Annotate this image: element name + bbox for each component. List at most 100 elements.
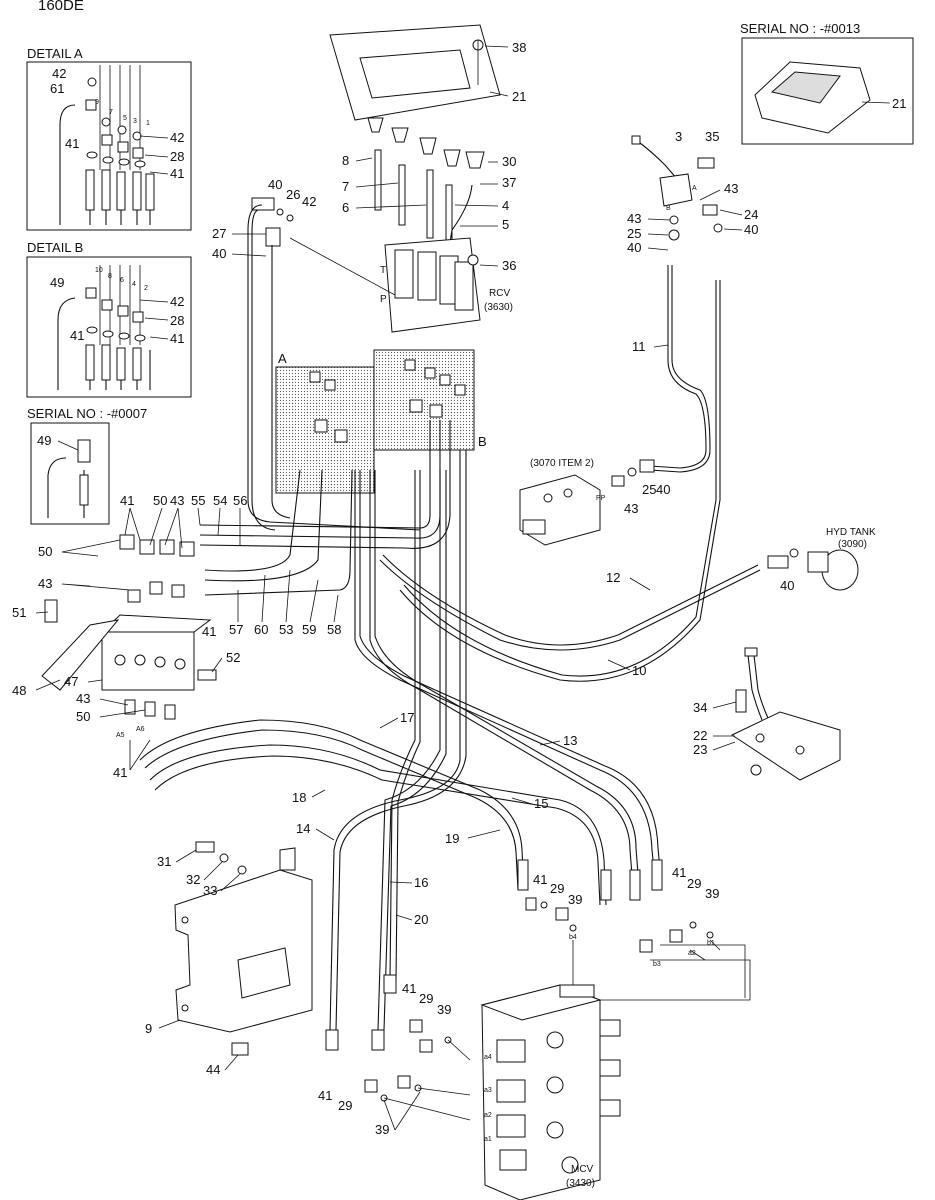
callout-39-mcv-a: 39 — [568, 892, 582, 907]
block-b-label: B — [478, 434, 487, 449]
callout-4: 4 — [502, 198, 509, 213]
valve-port-b: B — [666, 205, 671, 212]
callout-53: 53 — [279, 622, 293, 637]
callout-12: 12 — [606, 570, 620, 585]
callout-41-bottom: 41 — [113, 765, 127, 780]
callout-6: 6 — [342, 200, 349, 215]
svg-text:1: 1 — [146, 120, 150, 127]
cover-plate: 38 21 — [329, 24, 526, 121]
detail-a-title: DETAIL A — [27, 46, 83, 61]
callout-18: 18 — [292, 790, 306, 805]
callout-29-mcv-d: 29 — [338, 1098, 352, 1113]
mcv-port-a3: a3 — [484, 1087, 492, 1094]
callout-24: 24 — [744, 207, 758, 222]
callout-5: 5 — [502, 217, 509, 232]
serial-0007-inset: SERIAL NO : -#0007 49 — [27, 406, 147, 525]
callout-39-mcv-d: 39 — [375, 1122, 389, 1137]
callout-20: 20 — [414, 912, 428, 927]
callout-44: 44 — [206, 1062, 220, 1077]
port-b1: b1 — [707, 940, 715, 947]
svg-text:3: 3 — [133, 118, 137, 125]
svg-text:2: 2 — [144, 285, 148, 292]
callout-40-b: 40 — [744, 222, 758, 237]
serial-0007-label-49: 49 — [37, 433, 51, 448]
right-valve: B A 3 35 43 24 43 25 40 40 11 (3070 ITEM… — [519, 129, 876, 678]
callout-51: 51 — [12, 605, 26, 620]
detail-b-inset: DETAIL B 49 41 42 28 41 10 8 6 4 2 — [26, 240, 192, 398]
callout-40-left: 40 — [212, 246, 226, 261]
detail-a-label-41: 41 — [65, 136, 79, 151]
svg-text:4: 4 — [132, 281, 136, 288]
callout-37: 37 — [502, 175, 516, 190]
callout-29-mcv-b: 29 — [687, 876, 701, 891]
svg-text:10: 10 — [95, 267, 103, 274]
callout-34: 34 — [693, 700, 707, 715]
mcv-port-a1: a1 — [484, 1136, 492, 1143]
callout-10: 10 — [632, 663, 646, 678]
callout-43-top: 43 — [170, 493, 184, 508]
detail-b-label-41b: 41 — [170, 331, 184, 346]
callout-48: 48 — [12, 683, 26, 698]
port-a2-right: a2 — [688, 950, 696, 957]
mcv-port-a2: a2 — [484, 1112, 492, 1119]
callout-38: 38 — [512, 40, 526, 55]
svg-text:5: 5 — [123, 115, 127, 122]
callout-41-right: 41 — [202, 624, 216, 639]
valve-port-a: A — [692, 185, 697, 192]
callout-7: 7 — [342, 179, 349, 194]
callout-13: 13 — [563, 733, 577, 748]
callout-8: 8 — [342, 153, 349, 168]
rcv-assembly: T P RCV (3630) 8 7 6 40 26 42 27 40 30 3… — [212, 117, 516, 333]
callout-40-a: 40 — [627, 240, 641, 255]
callout-39-mcv-c: 39 — [437, 1002, 451, 1017]
callout-59: 59 — [302, 622, 316, 637]
detail-b-label-41: 41 — [70, 328, 84, 343]
callout-41-mcv-c: 41 — [402, 981, 416, 996]
callout-47: 47 — [64, 674, 78, 689]
callout-52: 52 — [226, 650, 240, 665]
callout-36: 36 — [502, 258, 516, 273]
callout-29-mcv-a: 29 — [550, 881, 564, 896]
callout-35: 35 — [705, 129, 719, 144]
callout-60: 60 — [254, 622, 268, 637]
callout-57: 57 — [229, 622, 243, 637]
callout-54: 54 — [213, 493, 227, 508]
detail-a-label-28: 28 — [170, 149, 184, 164]
block-a-label: A — [278, 351, 287, 366]
callout-27: 27 — [212, 226, 226, 241]
detail-b-label-49: 49 — [50, 275, 64, 290]
hyd-tank-name: HYD TANK — [826, 527, 876, 538]
port-b4: b4 — [569, 934, 577, 941]
serial-0013-inset: SERIAL NO : -#0013 21 — [740, 21, 914, 145]
serial-0013-label-21: 21 — [892, 96, 906, 111]
callout-41-mcv-b: 41 — [672, 865, 686, 880]
detail-b-label-42: 42 — [170, 294, 184, 309]
callout-43-b: 43 — [624, 501, 638, 516]
callout-50-left: 50 — [38, 544, 52, 559]
detail-b-label-28: 28 — [170, 313, 184, 328]
callout-40-c: 40 — [656, 482, 670, 497]
callout-30: 30 — [502, 154, 516, 169]
callout-17: 17 — [400, 710, 414, 725]
callout-50-bottom: 50 — [76, 709, 90, 724]
callout-40-top: 40 — [268, 177, 282, 192]
mcv: a4 a3 a2 a1 MCV (3430) b4 b3 a2 b1 41 29… — [318, 865, 751, 1200]
svg-text:7: 7 — [109, 109, 113, 116]
callout-25: 25 — [627, 226, 641, 241]
rcv-port-t: T — [380, 265, 386, 276]
callout-43-bottom: 43 — [76, 691, 90, 706]
callout-32: 32 — [186, 872, 200, 887]
callout-43-left-block: 43 — [38, 576, 52, 591]
detail-a-label-42: 42 — [52, 66, 66, 81]
svg-text:6: 6 — [120, 277, 124, 284]
callout-29-mcv-c: 29 — [419, 991, 433, 1006]
detail-b-title: DETAIL B — [27, 240, 83, 255]
callout-39-mcv-b: 39 — [705, 886, 719, 901]
detail-a-inset: DETAIL A 42 61 41 42 28 41 9 7 5 3 1 — [26, 46, 192, 231]
callout-19: 19 — [445, 831, 459, 846]
mcv-ref: (3430) — [566, 1178, 595, 1189]
callout-40-tank: 40 — [780, 578, 794, 593]
callout-43-left: 43 — [627, 211, 641, 226]
port-a5: A5 — [116, 732, 125, 739]
